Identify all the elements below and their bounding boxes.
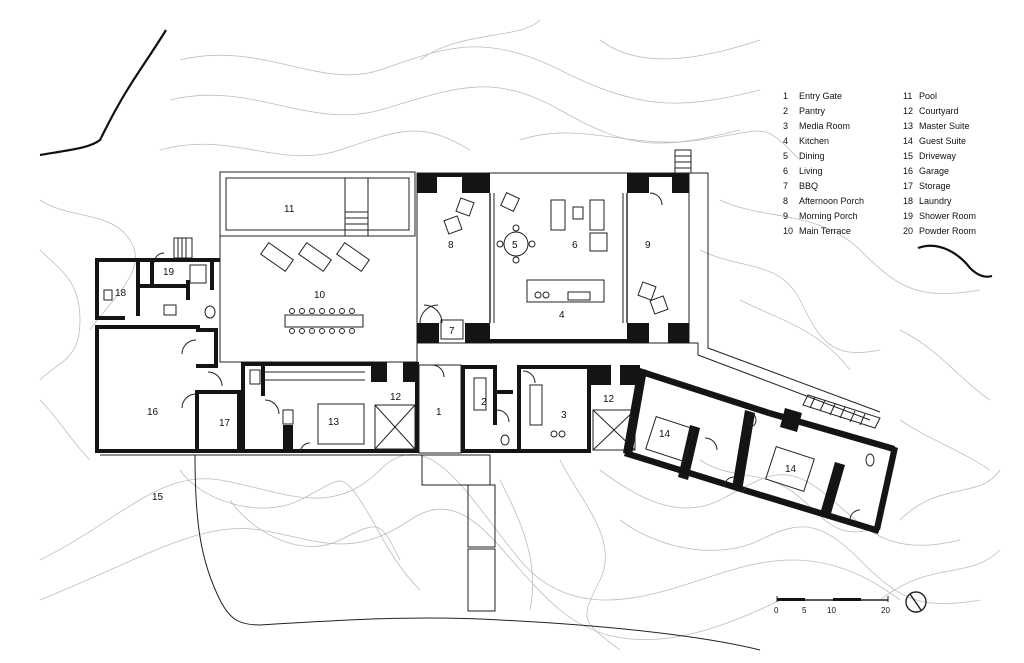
room-label-14a: 14: [659, 429, 671, 440]
room-label-5: 5: [512, 240, 518, 251]
legend-item-name: Guest Suite: [919, 136, 967, 146]
legend-item-name: Courtyard: [919, 106, 959, 116]
legend-item-name: Pantry: [799, 106, 826, 116]
legend-item-number: 18: [903, 196, 914, 206]
legend-item-name: Afternoon Porch: [799, 196, 865, 206]
room-label-2: 2: [481, 397, 487, 408]
legend-item-number: 17: [903, 181, 914, 191]
room-label-3: 3: [561, 410, 567, 421]
room-label-13: 13: [328, 417, 340, 428]
main-terrace: [173, 236, 418, 363]
legend-item-number: 2: [783, 106, 789, 116]
legend-item-name: Main Terrace: [799, 226, 851, 236]
central-pavilion: [416, 149, 881, 421]
legend-item-name: Master Suite: [919, 121, 970, 131]
room-legend: 1 Entry Gate 2 Pantry 3 Media Room 4 Kitchen 5 Di…: [783, 91, 983, 241]
legend-item-number: 16: [903, 166, 914, 176]
room-label-10: 10: [314, 290, 326, 301]
legend-item-name: Media Room: [799, 121, 851, 131]
legend-item-name: Shower Room: [919, 211, 977, 221]
legend-item-number: 1: [783, 91, 789, 101]
driveway: [100, 454, 761, 651]
room-label-14b: 14: [785, 464, 797, 475]
room-label-15: 15: [152, 492, 164, 503]
legend-column-2: 11 Pool 12 Courtyard 13 Master Suite 14 Guest S…: [903, 91, 983, 241]
east-guest-wing: [591, 365, 898, 534]
room-label-16: 16: [147, 407, 159, 418]
legend-item-name: BBQ: [799, 181, 819, 191]
legend-item-name: Garage: [919, 166, 950, 176]
topo-contours: [39, 19, 1001, 651]
master-suite: [241, 362, 419, 454]
legend-item-number: 9: [783, 211, 789, 221]
room-label-7: 7: [449, 326, 455, 337]
entry-pantry-media: [418, 364, 591, 454]
legend-item-name: Storage: [919, 181, 951, 191]
scale-label-20: 20: [881, 606, 890, 615]
scale-bar: 0 5 10 20: [774, 596, 890, 615]
room-label-1: 1: [436, 407, 442, 418]
legend-item-number: 7: [783, 181, 789, 191]
room-label-12a: 12: [390, 392, 402, 403]
legend-item-number: 10: [783, 226, 794, 236]
scale-label-5: 5: [802, 606, 807, 615]
room-labels: 1 2 3 4 5 6 7 8 9 10 11 12 12 13 14 14 1…: [115, 204, 797, 503]
north-arrow-icon: [905, 591, 927, 613]
scale-label-0: 0: [774, 606, 779, 615]
legend-item-name: Laundry: [919, 196, 952, 206]
pool: [219, 171, 416, 237]
legend-item-number: 14: [903, 136, 914, 146]
entry-walkway: [421, 454, 496, 612]
room-label-6: 6: [572, 240, 578, 251]
legend-item-number: 8: [783, 196, 789, 206]
room-label-18: 18: [115, 288, 127, 299]
legend-item-number: 15: [903, 151, 914, 161]
room-label-4: 4: [559, 310, 565, 321]
legend-item-name: Dining: [799, 151, 825, 161]
legend-item-number: 5: [783, 151, 789, 161]
legend-item-number: 6: [783, 166, 789, 176]
legend-column-1: 1 Entry Gate 2 Pantry 3 Media Room 4 Kitchen 5 Di…: [783, 91, 893, 241]
legend-item-name: Driveway: [919, 151, 957, 161]
legend-item-number: 20: [903, 226, 914, 236]
room-label-8: 8: [448, 240, 454, 251]
legend-item-number: 4: [783, 136, 789, 146]
room-label-12b: 12: [603, 394, 615, 405]
legend-item-number: 11: [903, 91, 913, 101]
legend-item-name: Kitchen: [799, 136, 830, 146]
room-label-11: 11: [284, 204, 295, 215]
legend-item-number: 3: [783, 121, 789, 131]
room-label-17: 17: [219, 418, 231, 429]
legend-item-number: 12: [903, 106, 914, 116]
room-label-19: 19: [163, 267, 175, 278]
scale-label-10: 10: [827, 606, 836, 615]
legend-item-number: 19: [903, 211, 914, 221]
site-boundary: [39, 29, 993, 278]
legend-item-name: Entry Gate: [799, 91, 843, 101]
legend-item-name: Morning Porch: [799, 211, 858, 221]
legend-item-name: Powder Room: [919, 226, 977, 236]
legend-item-number: 13: [903, 121, 914, 131]
west-wing: [95, 252, 241, 453]
legend-item-name: Pool: [919, 91, 938, 101]
legend-item-name: Living: [799, 166, 823, 176]
room-label-9: 9: [645, 240, 651, 251]
